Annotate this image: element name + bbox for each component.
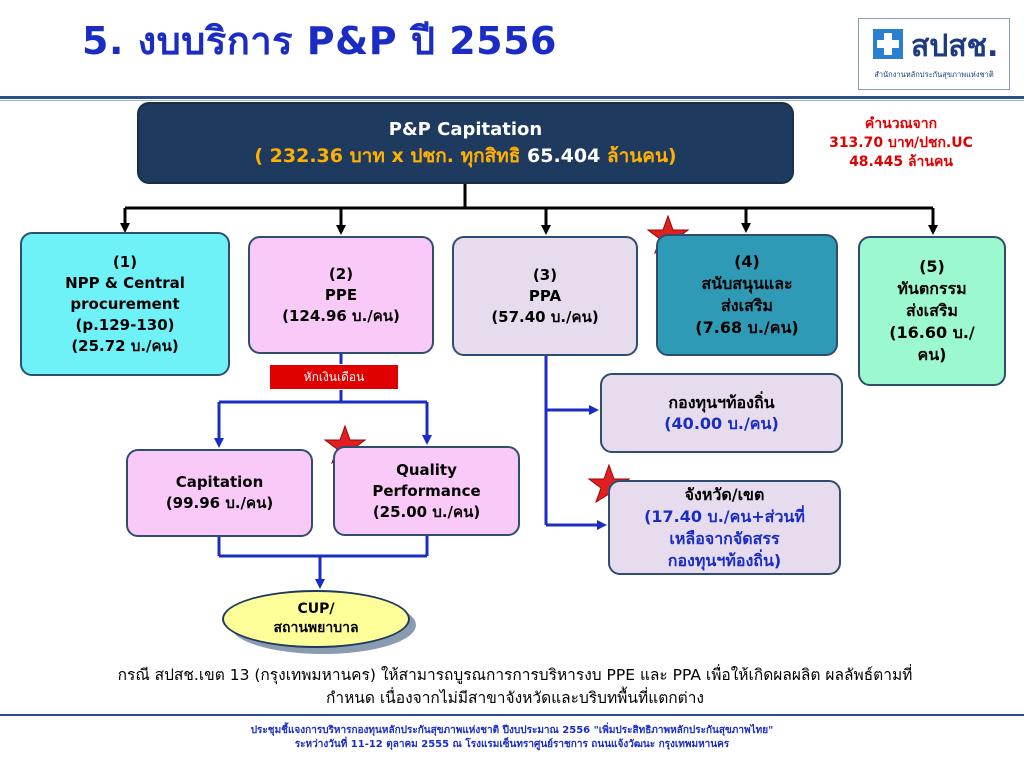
salary-deduction-label: หักเงินเดือน (269, 364, 399, 390)
ppe-branch (214, 354, 432, 589)
support-promotion-box: (4) สนับสนุนและ ส่งเสริม (7.68 บ./คน) (656, 234, 838, 356)
title-divider-thin (0, 100, 1024, 101)
quality-performance-box: Quality Performance (25.00 บ./คน) (333, 446, 520, 536)
ppe-box: (2) PPE (124.96 บ./คน) (248, 236, 434, 354)
capitation-formula: ( 232.36 บาท x ปชก. ทุกสิทธิ 65.404 ล้าน… (254, 145, 677, 167)
medical-cross-icon (873, 29, 903, 59)
capitation-title: P&P Capitation (388, 119, 543, 140)
local-fund-box: กองทุนฯท้องถิ่น (40.00 บ./คน) (600, 373, 843, 453)
nhso-logo: สปสช. สำนักงานหลักประกันสุขภาพแห่งชาติ (858, 18, 1010, 90)
calculation-note: คำนวณจาก 313.70 บาท/ปชก.UC 48.445 ล้านคน (829, 116, 973, 170)
bangkok-remark: กรณี สปสช.เขต 13 (กรุงเทพมหานคร) ให้สามา… (117, 666, 913, 707)
logo-subtitle: สำนักงานหลักประกันสุขภาพแห่งชาติ (874, 70, 994, 79)
capitation-sub-box: Capitation (99.96 บ./คน) (126, 449, 313, 537)
npp-central-box: (1) NPP & Central procurement (p.129-130… (20, 232, 230, 376)
logo-text: สปสช. (911, 29, 999, 64)
pp-capitation-box: P&P Capitation ( 232.36 บาท x ปชก. ทุกสิ… (137, 102, 794, 184)
footer-divider (0, 714, 1024, 716)
ppa-branch (544, 356, 607, 530)
footer: ประชุมชี้แจงการบริหารกองทุนหลักประกันสุข… (250, 725, 774, 750)
cup-hospital-ellipse: CUP/ สถานพยาบาล (222, 590, 410, 648)
title-divider (0, 96, 1024, 99)
capitation-tree (120, 184, 938, 235)
page-title: 5. งบบริการ P&P ปี 2556 (82, 19, 557, 63)
province-region-box: จังหวัด/เขต (17.40 บ./คน+ส่วนที่ เหลือจา… (608, 480, 841, 575)
ppa-box: (3) PPA (57.40 บ./คน) (452, 236, 638, 356)
dental-promotion-box: (5) ทันตกรรม ส่งเสริม (16.60 บ./ คน) (858, 236, 1006, 386)
